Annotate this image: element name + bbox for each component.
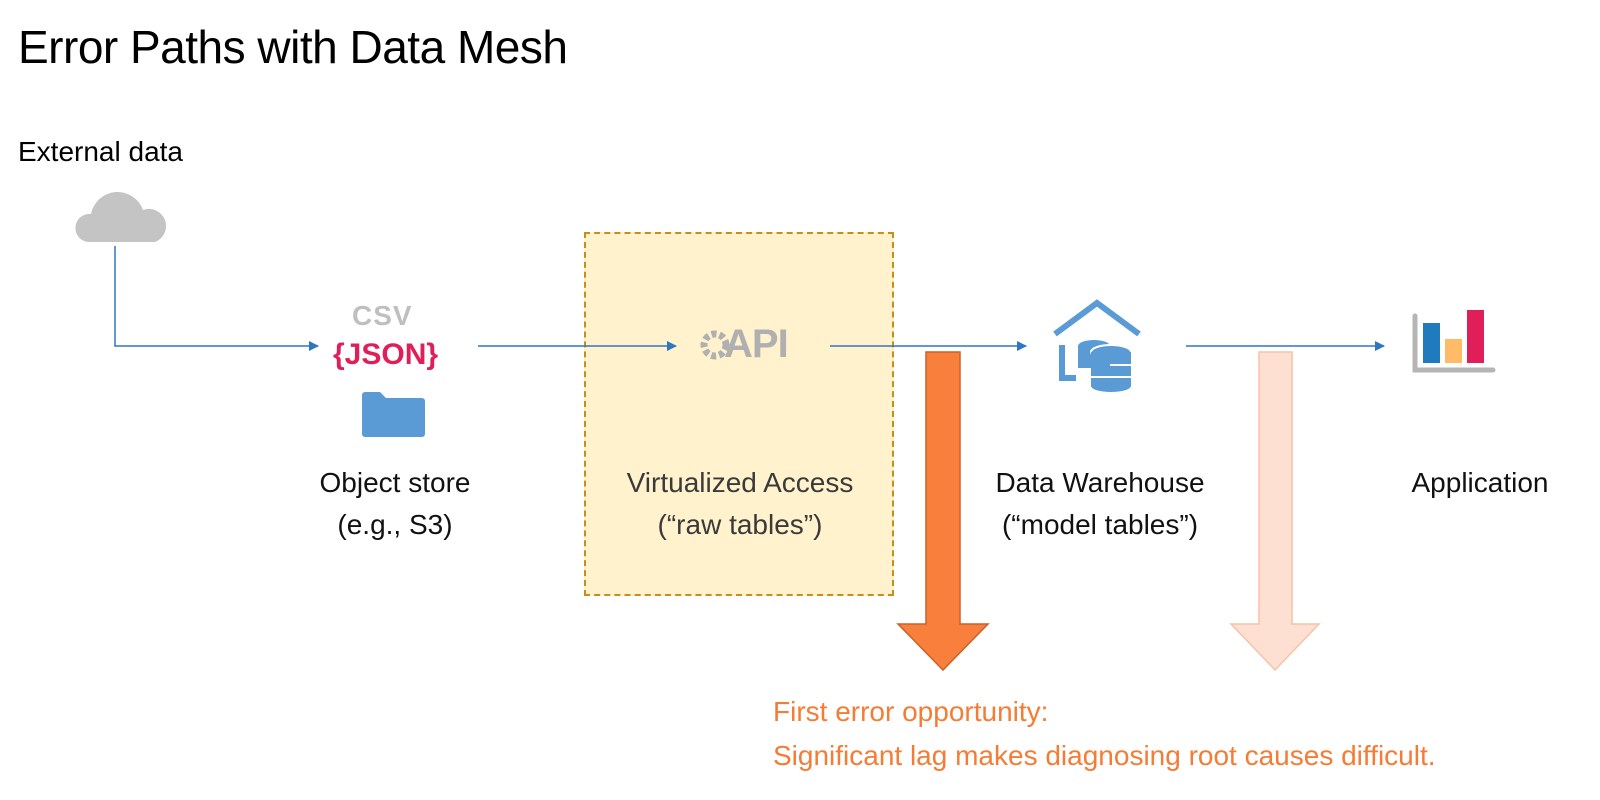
virtualized-access-box <box>584 232 894 596</box>
virtualized-access-label-line2: (“raw tables”) <box>657 509 823 540</box>
warehouse-database-icon <box>1053 299 1141 392</box>
error-note: First error opportunity: Significant lag… <box>773 690 1436 778</box>
error-note-line1: First error opportunity: <box>773 696 1049 727</box>
data-warehouse-label-line1: Data Warehouse <box>995 467 1205 498</box>
application-label-line1: Application <box>1411 467 1549 498</box>
flow-arrow-external-to-object-store <box>114 246 319 351</box>
object-store-label-line2: (e.g., S3) <box>337 509 453 540</box>
data-warehouse-label-line2: (“model tables”) <box>1001 509 1199 540</box>
application-label: Application <box>1380 462 1580 504</box>
json-icon-text: {JSON} <box>333 338 439 371</box>
second-error-arrow <box>1229 351 1321 672</box>
error-note-line2: Significant lag makes diagnosing root ca… <box>773 740 1436 771</box>
object-store-label: Object store (e.g., S3) <box>290 462 500 546</box>
cloud-icon <box>75 191 167 242</box>
virtualized-access-label-line1: Virtualized Access <box>626 467 854 498</box>
data-warehouse-label: Data Warehouse (“model tables”) <box>970 462 1230 546</box>
external-data-label: External data <box>18 136 183 167</box>
page-title: Error Paths with Data Mesh <box>18 21 568 73</box>
object-store-label-line1: Object store <box>319 467 471 498</box>
api-icon-text: API <box>724 322 789 366</box>
virtualized-access-label: Virtualized Access (“raw tables”) <box>600 462 880 546</box>
csv-icon-text: CSV <box>352 300 413 331</box>
folder-icon <box>362 392 425 437</box>
bar-chart-icon <box>1412 310 1496 373</box>
